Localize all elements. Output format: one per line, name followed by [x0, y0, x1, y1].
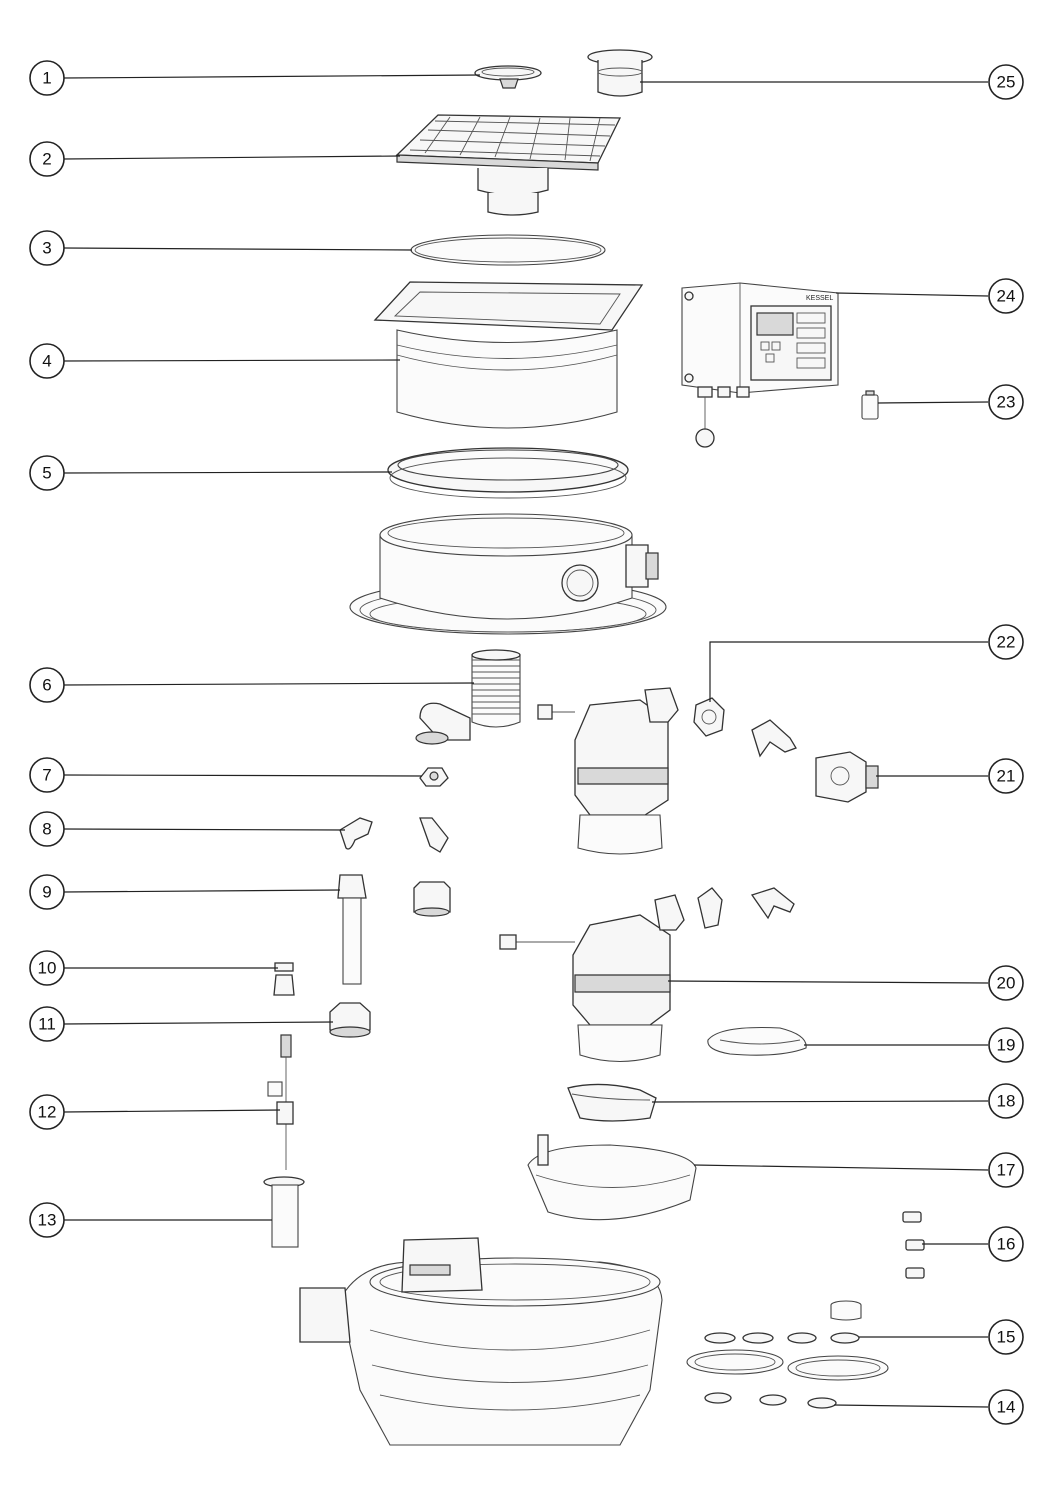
part-drawings: KESSEL: [263, 49, 925, 1446]
callout-22: 22: [988, 624, 1024, 660]
part-22-adapter: [693, 697, 725, 737]
callout-5-label: 5: [42, 464, 51, 483]
callout-12-label: 12: [38, 1103, 57, 1122]
part-20-pump: [499, 894, 685, 1063]
callout-25: 25: [988, 64, 1024, 100]
callout-12: 12: [29, 1094, 65, 1130]
callout-23-label: 23: [997, 393, 1016, 412]
part-8-clips: [339, 817, 449, 853]
callout-15: 15: [988, 1319, 1024, 1355]
part-5-seal-ring: [387, 447, 629, 499]
callout-14-label: 14: [997, 1398, 1016, 1417]
clip-pair-lower: [697, 887, 795, 929]
callout-2: 2: [29, 141, 65, 177]
part-1-cover: [474, 65, 542, 89]
callout-10: 10: [29, 950, 65, 986]
callout-10-label: 10: [38, 959, 57, 978]
pump-upper: [537, 687, 679, 855]
callout-8: 8: [29, 811, 65, 847]
callout-17-label: 17: [997, 1161, 1016, 1180]
callout-6-label: 6: [42, 676, 51, 695]
callout-3-label: 3: [42, 239, 51, 258]
callout-7-label: 7: [42, 766, 51, 785]
callout-17: 17: [988, 1152, 1024, 1188]
callout-7: 7: [29, 757, 65, 793]
leader-lines: [63, 74, 989, 1408]
part-2-grate: [395, 114, 622, 216]
part-6-corrugated-hose: [415, 649, 521, 745]
callout-11-label: 11: [38, 1015, 56, 1034]
part-24-control-unit: KESSEL: [681, 282, 839, 448]
callout-18: 18: [988, 1083, 1024, 1119]
callout-23: 23: [988, 384, 1024, 420]
callout-1-label: 1: [42, 69, 51, 88]
callout-19-label: 19: [997, 1036, 1016, 1055]
control-unit-brand-label: KESSEL: [806, 295, 833, 302]
callout-2-label: 2: [42, 150, 51, 169]
callout-24-label: 24: [997, 287, 1016, 306]
part-10-nipple: [273, 962, 295, 996]
part-13-sleeve: [263, 1176, 305, 1248]
callout-25-label: 25: [997, 73, 1016, 92]
part-14-rings: [704, 1392, 837, 1409]
callout-bubbles: 1 2 3 4 5 6 7 8: [29, 60, 1024, 1425]
callout-1: 1: [29, 60, 65, 96]
callout-9-label: 9: [42, 883, 51, 902]
part-12-probe: [267, 1034, 294, 1170]
base-tank: [299, 1237, 663, 1446]
part-18-basket: [567, 1083, 657, 1122]
callout-20: 20: [988, 965, 1024, 1001]
shaft-with-flange: [349, 513, 667, 635]
callout-4-label: 4: [42, 352, 51, 371]
callout-9: 9: [29, 874, 65, 910]
callout-14: 14: [988, 1389, 1024, 1425]
callout-13-label: 13: [38, 1211, 57, 1230]
callout-20-label: 20: [997, 974, 1016, 993]
callout-3: 3: [29, 230, 65, 266]
callout-21-label: 21: [997, 767, 1016, 786]
part-11-connector: [329, 1002, 371, 1038]
clip-right-upper: [751, 719, 797, 758]
callout-11: 11: [29, 1006, 65, 1042]
callout-6: 6: [29, 667, 65, 703]
part-17-tray: [527, 1134, 697, 1221]
callout-8-label: 8: [42, 820, 51, 839]
callout-15-label: 15: [997, 1328, 1016, 1347]
part-23-battery: [861, 390, 879, 420]
callout-16-label: 16: [997, 1235, 1016, 1254]
callout-13: 13: [29, 1202, 65, 1238]
callout-18-label: 18: [997, 1092, 1016, 1111]
callout-19: 19: [988, 1027, 1024, 1063]
callout-22-label: 22: [997, 633, 1016, 652]
part-16-small-clips: [902, 1211, 925, 1279]
callout-21: 21: [988, 758, 1024, 794]
part-4-frame-extension: [373, 281, 644, 429]
part-7-fitting: [419, 767, 449, 787]
part-21-valve: [815, 751, 879, 803]
callout-24: 24: [988, 278, 1024, 314]
part-25-sleeve: [587, 49, 653, 97]
callout-4: 4: [29, 343, 65, 379]
part-3-o-ring: [410, 234, 606, 266]
callout-16: 16: [988, 1226, 1024, 1262]
part-19-cover-plate: [707, 1027, 807, 1056]
callout-5: 5: [29, 455, 65, 491]
part-9-float-sleeve: [337, 874, 451, 985]
part-15-seals: [686, 1300, 889, 1381]
